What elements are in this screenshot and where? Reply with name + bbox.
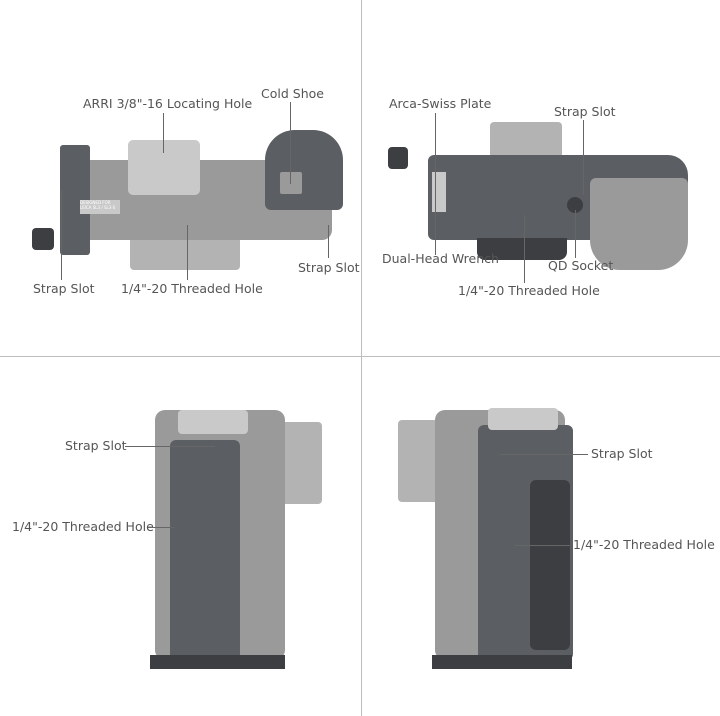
label-arri-locating-hole: ARRI 3/8"-16 Locating Hole bbox=[83, 96, 253, 111]
base-image bbox=[150, 655, 285, 669]
leader-line bbox=[148, 527, 175, 528]
leader-line bbox=[575, 210, 576, 258]
lens-image bbox=[490, 122, 562, 158]
knob-image bbox=[388, 147, 408, 169]
label-threaded-hole: 1/4"-20 Threaded Hole bbox=[12, 519, 154, 534]
label-strap-slot-left: Strap Slot bbox=[33, 281, 95, 296]
qd-socket-image bbox=[567, 197, 583, 213]
arri-plate-image bbox=[128, 140, 200, 195]
lens-image bbox=[398, 420, 440, 502]
handle-image bbox=[265, 130, 343, 210]
label-dual-head-wrench: Dual-Head Wrench bbox=[382, 251, 499, 266]
cage-side-image bbox=[170, 440, 240, 665]
label-threaded-hole: 1/4"-20 Threaded Hole bbox=[458, 283, 600, 298]
leader-line bbox=[187, 225, 188, 280]
leader-line bbox=[163, 113, 164, 153]
label-threaded-hole: 1/4"-20 Threaded Hole bbox=[573, 537, 715, 552]
base-image bbox=[432, 655, 572, 669]
engraving: DESIGNED FOR LEICA SL3 / SL3-S bbox=[80, 200, 120, 214]
label-strap-slot: Strap Slot bbox=[591, 446, 653, 461]
leader-line bbox=[328, 225, 329, 258]
leader-line bbox=[125, 446, 215, 447]
vertical-divider bbox=[361, 0, 362, 716]
leader-line bbox=[515, 545, 570, 546]
horizontal-divider bbox=[0, 356, 720, 357]
mount-image bbox=[477, 238, 567, 260]
leader-line bbox=[524, 215, 525, 283]
grip-image bbox=[530, 480, 570, 650]
knob-image bbox=[32, 228, 54, 250]
leader-line bbox=[435, 113, 436, 255]
cold-shoe-image bbox=[280, 172, 302, 194]
leader-line bbox=[61, 190, 62, 280]
leader-line bbox=[290, 102, 291, 184]
lens-image bbox=[280, 422, 322, 504]
label-strap-slot: Strap Slot bbox=[554, 104, 616, 119]
label-cold-shoe: Cold Shoe bbox=[261, 86, 324, 101]
leader-line bbox=[500, 454, 588, 455]
leader-line bbox=[583, 120, 584, 195]
grip-image bbox=[590, 178, 688, 270]
handle-top-image bbox=[178, 410, 248, 434]
label-arca-swiss-plate: Arca-Swiss Plate bbox=[389, 96, 492, 111]
label-threaded-hole: 1/4"-20 Threaded Hole bbox=[121, 281, 263, 296]
label-strap-slot-right: Strap Slot bbox=[298, 260, 360, 275]
label-qd-socket: QD Socket bbox=[548, 258, 614, 273]
handle-top-image bbox=[488, 408, 558, 430]
label-strap-slot: Strap Slot bbox=[65, 438, 127, 453]
